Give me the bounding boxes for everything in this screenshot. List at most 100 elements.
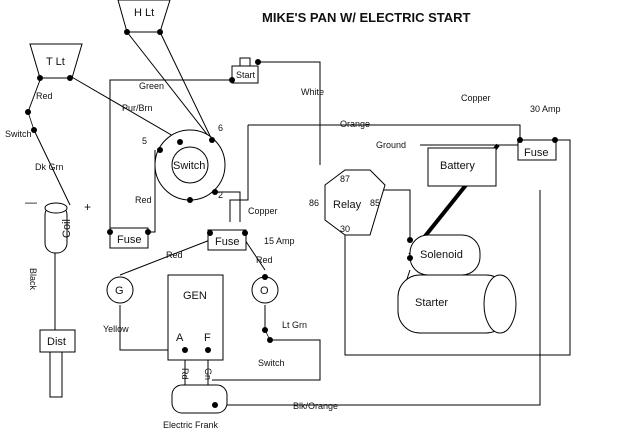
terminal-dot (552, 137, 558, 143)
terminal-dot (209, 137, 215, 143)
battery: Battery (427, 147, 497, 187)
g-light: G (106, 276, 134, 304)
terminal-dot (262, 327, 268, 333)
coil: Coil — + (25, 195, 91, 254)
ignition-switch-label: Switch (173, 160, 205, 172)
distributor: Dist (39, 329, 76, 398)
solenoid-label: Solenoid (420, 249, 463, 261)
terminal-dot (407, 255, 413, 261)
terminal-2-label: 2 (218, 190, 223, 200)
generator-label: GEN (183, 290, 207, 302)
fuse-left: Fuse (107, 227, 151, 249)
starter: Starter (397, 274, 517, 334)
wire-label-30-amp: 30 Amp (530, 104, 561, 114)
terminal-5-label: 5 (142, 136, 147, 146)
coil-plus: + (84, 200, 91, 214)
t-light-label: T Lt (46, 56, 65, 68)
wire-label-yellow: Yellow (103, 324, 129, 334)
relay-label: Relay (333, 199, 362, 211)
generator-f-label: F (204, 332, 211, 344)
battery-label: Battery (440, 160, 475, 172)
wire-label-15-amp: 15 Amp (264, 236, 295, 246)
terminal-dot (67, 75, 73, 81)
terminal-dot (212, 189, 218, 195)
o-light-label: O (260, 285, 269, 297)
diagram-title: MIKE'S PAN W/ ELECTRIC START (262, 10, 470, 25)
coil-minus: — (25, 195, 37, 209)
terminal-dot (182, 347, 188, 353)
wire-label-dk-grn: Dk Grn (35, 162, 64, 172)
o-light: O (251, 274, 279, 304)
terminal-dot (124, 29, 130, 35)
wire-label-orange: Orange (340, 119, 370, 129)
wire-label-green: Green (139, 81, 164, 91)
electric-frank-label: Electric Frank (163, 420, 219, 430)
left-switch: Switch (5, 109, 37, 139)
wire-label-white: White (301, 87, 324, 97)
wire-label-red-right: Red (256, 255, 273, 265)
terminal-dot (25, 109, 31, 115)
fuse-right: Fuse (517, 137, 558, 161)
terminal-dot (517, 137, 523, 143)
start-button: Start (229, 57, 261, 84)
terminal-dot (407, 237, 413, 243)
wire-label-copper-right: Copper (461, 93, 491, 103)
wire-label-lt-grn: Lt Grn (282, 320, 307, 330)
terminal-dot (187, 197, 193, 203)
wire-label-red-left: Red (36, 91, 53, 101)
relay: Relay 87 86 85 30 (309, 169, 386, 236)
terminal-dot (157, 147, 163, 153)
relay-87-label: 87 (340, 174, 350, 184)
terminal-dot (242, 230, 248, 236)
t-light: T Lt (29, 43, 83, 81)
bottom-switch-label: Switch (258, 358, 285, 368)
wire-label-red-fuse: Red (135, 195, 152, 205)
ignition-switch: Switch 5 6 2 (142, 123, 226, 203)
bottom-switch: Switch (258, 327, 285, 368)
generator-a-label: A (176, 332, 184, 344)
fuse-mid: Fuse (207, 229, 248, 251)
relay-85-label: 85 (370, 198, 380, 208)
fuse-mid-label: Fuse (215, 236, 239, 248)
wire-label-gn: Gn (203, 368, 213, 380)
terminal-dot (145, 229, 151, 235)
terminal-dot (229, 77, 235, 83)
terminal-dot (31, 127, 37, 133)
g-light-label: G (115, 285, 124, 297)
coil-label: Coil (61, 219, 73, 238)
relay-30-label: 30 (340, 224, 350, 234)
fuse-right-label: Fuse (524, 147, 548, 159)
relay-86-label: 86 (309, 198, 319, 208)
terminal-dot (177, 139, 183, 145)
terminal-dot (262, 274, 268, 280)
terminal-dot (255, 59, 261, 65)
wires (27, 31, 571, 406)
solenoid: Solenoid (407, 234, 481, 276)
distributor-label: Dist (47, 336, 66, 348)
left-switch-label: Switch (5, 129, 32, 139)
start-button-label: Start (236, 70, 256, 80)
terminal-dot (37, 75, 43, 81)
terminal-dot (205, 347, 211, 353)
electric-frank: Electric Frank (163, 384, 228, 430)
generator: GEN A F (167, 274, 224, 361)
wire-labels: Green White Pur/Brn Orange Red Dk Grn Bl… (28, 81, 561, 411)
wire-label-red-mid: Red (166, 250, 183, 260)
terminal-dot (267, 337, 273, 343)
h-light: H Lt (117, 0, 171, 35)
wire-label-ground: Ground (376, 140, 406, 150)
wire-label-blk-orange: Blk/Orange (293, 401, 338, 411)
terminal-dot (212, 402, 218, 408)
wire-label-black: Black (28, 268, 38, 291)
h-light-label: H Lt (134, 7, 154, 19)
terminal-dot (157, 29, 163, 35)
wire-label-copper-mid: Copper (248, 206, 278, 216)
terminal-6-label: 6 (218, 123, 223, 133)
terminal-dot (107, 229, 113, 235)
terminal-dot (207, 230, 213, 236)
wire-label-rd: Rd (180, 368, 190, 380)
starter-label: Starter (415, 297, 448, 309)
fuse-left-label: Fuse (117, 234, 141, 246)
wire-label-pur-brn: Pur/Brn (122, 103, 153, 113)
